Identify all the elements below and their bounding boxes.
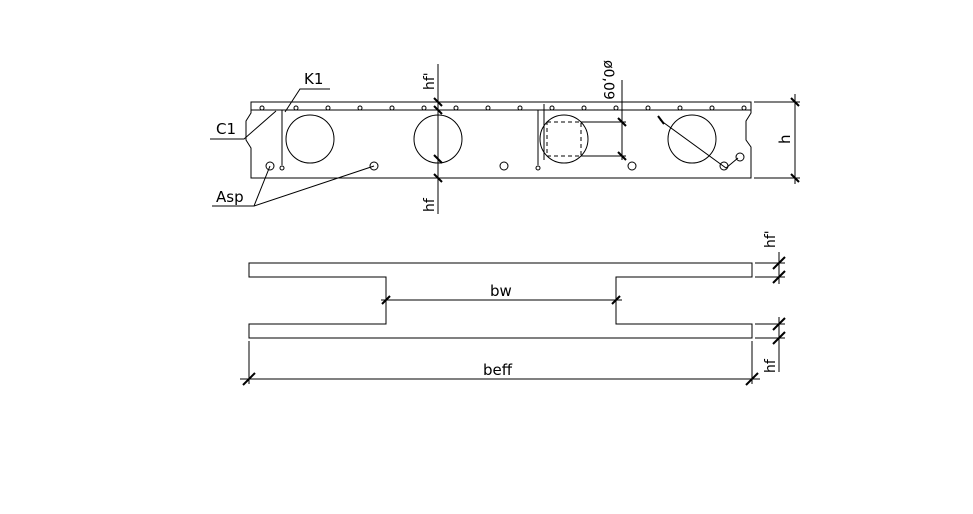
- hf-prime-label-top: hf': [422, 72, 438, 90]
- k1-label: K1: [304, 70, 323, 88]
- beff-label: beff: [483, 361, 513, 379]
- hollow-core-3: [539, 114, 589, 164]
- hf-label-right: hf: [763, 358, 779, 373]
- h-label: h: [776, 134, 794, 144]
- vertical-bars: [279, 104, 545, 171]
- asp-leader-2: [253, 165, 375, 207]
- slab-section: [210, 64, 800, 214]
- i-section: [240, 252, 786, 386]
- top-rebars: [259, 105, 747, 111]
- dia-label: ø0,09: [600, 60, 616, 100]
- hollow-core-4: [667, 114, 717, 164]
- c1-label: C1: [216, 120, 236, 138]
- diameter-leader: [659, 119, 739, 169]
- hf-label-bottom: hf: [422, 197, 438, 212]
- c1-leader: [210, 110, 277, 140]
- equivalent-square: [546, 121, 582, 157]
- slab-outline: [245, 101, 752, 179]
- i-section-outline: [248, 262, 753, 339]
- bottom-strands: [265, 152, 745, 171]
- k1-leader: [284, 88, 330, 113]
- asp-label: Asp: [216, 188, 244, 206]
- hf-prime-label-right: hf': [763, 230, 779, 248]
- bw-label: bw: [490, 282, 512, 300]
- hollow-core-1: [285, 114, 335, 164]
